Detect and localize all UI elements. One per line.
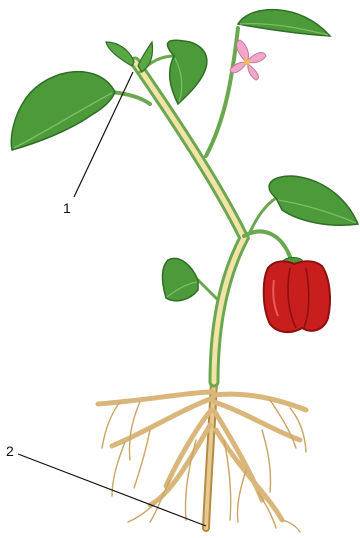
stem-core (135, 62, 244, 382)
petiole-right-leaf (250, 198, 276, 232)
leaf-right (269, 176, 358, 225)
main-stem (135, 62, 244, 382)
callout-label-2: 2 (6, 444, 14, 458)
leaf-bud-pair (106, 42, 153, 72)
flower-petal (248, 53, 266, 63)
root-system (98, 380, 306, 532)
leaf-left (11, 72, 115, 150)
petiole-fruit (244, 232, 292, 262)
leaf-lower (163, 258, 199, 300)
stem (112, 28, 292, 382)
leaves (11, 10, 358, 301)
callout-label-1: 1 (63, 201, 71, 215)
leaf-top-middle (167, 40, 206, 104)
pepper-fruit (264, 258, 330, 333)
petiole-left-leaf (112, 92, 150, 104)
leaf-top-right (238, 10, 330, 36)
flower-center (244, 59, 250, 65)
flower-petal (237, 40, 249, 62)
petiole-lower-leaf (198, 280, 218, 300)
branch-upper (206, 28, 238, 156)
flower-petal (248, 64, 259, 80)
